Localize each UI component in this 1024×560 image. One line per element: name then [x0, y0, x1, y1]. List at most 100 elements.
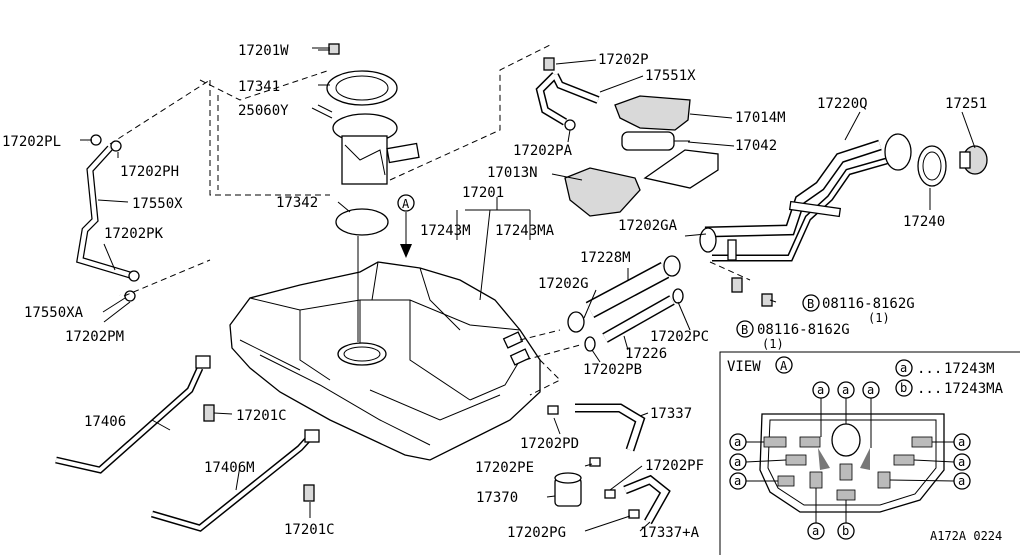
label-17013N: 17013N: [487, 165, 538, 181]
label-17337: 17337: [650, 406, 692, 422]
hose-17337: [547, 403, 646, 452]
svg-text:b: b: [900, 381, 907, 395]
view-a-legend-b: b ... 17243MA: [895, 379, 1004, 397]
view-a-title-mark: A: [780, 359, 788, 373]
svg-text:B: B: [741, 323, 748, 337]
label-17202PA: 17202PA: [513, 143, 573, 159]
label-17370: 17370: [476, 490, 518, 506]
svg-text:...: ...: [917, 381, 942, 397]
svg-text:B: B: [807, 297, 814, 311]
label-17341: 17341: [238, 79, 280, 95]
label-17240: 17240: [903, 214, 945, 230]
label-17202PF: 17202PF: [645, 458, 704, 474]
label-17042: 17042: [735, 138, 777, 154]
label-25060Y: 25060Y: [238, 103, 289, 119]
fuel-tank: [229, 261, 541, 461]
label-17202PH: 17202PH: [120, 164, 179, 180]
svg-text:a: a: [867, 383, 874, 397]
tank-opening: [337, 342, 387, 366]
label-17243M: 17243M: [420, 223, 471, 239]
label-17202PK: 17202PK: [104, 226, 164, 242]
svg-text:a: a: [734, 435, 741, 449]
label-17202PG: 17202PG: [507, 525, 566, 541]
hose-17226: [584, 288, 684, 352]
hose-17228M: [567, 255, 681, 333]
svg-text:a: a: [812, 524, 819, 538]
hoses-17550X: [57, 134, 211, 302]
label-17202PD: 17202PD: [520, 436, 579, 452]
fuel-pump-unit: [312, 43, 420, 185]
bolt-17201C-b: [303, 484, 315, 502]
label-17201C-b: 17201C: [284, 522, 335, 538]
bolt-callout-b2: B: [736, 320, 754, 338]
label-17228M: 17228M: [580, 250, 631, 266]
svg-text:a: a: [958, 455, 965, 469]
label-17550XA: 17550XA: [24, 305, 84, 321]
ring-17240: [917, 145, 947, 187]
label-17201: 17201: [462, 185, 504, 201]
filler-pipe-17220Q: [699, 133, 912, 262]
view-a-title: VIEW: [727, 359, 761, 375]
leader-lines: [80, 49, 976, 532]
bolt-callout-b1: B: [802, 294, 820, 312]
label-17406: 17406: [84, 414, 126, 430]
view-a-callout: A: [397, 194, 415, 258]
label-17201W: 17201W: [238, 43, 289, 59]
label-17202G: 17202G: [538, 276, 589, 292]
svg-text:a: a: [958, 435, 965, 449]
strap-17406M: [151, 429, 320, 532]
label-17202PE: 17202PE: [475, 460, 534, 476]
label-17202PB: 17202PB: [583, 362, 642, 378]
view-a-legend-a: a ... 17243M: [895, 359, 995, 377]
label-17243MA: 17243MA: [495, 223, 555, 239]
svg-text:a: a: [734, 455, 741, 469]
hose-17551X: [535, 57, 600, 131]
part-labels: 17201W 17341 25060Y 17202PL 17202PH 1755…: [2, 43, 987, 541]
label-17202GA: 17202GA: [618, 218, 678, 234]
svg-text:a: a: [958, 474, 965, 488]
view-a-markers: a a a a a a a a a a b: [729, 381, 971, 540]
svg-text:17243M: 17243M: [944, 361, 995, 377]
label-17226: 17226: [625, 346, 667, 362]
label-17251: 17251: [945, 96, 987, 112]
fuel-cap-17251: [959, 145, 988, 175]
hose-17337A: [604, 474, 671, 525]
svg-text:...: ...: [917, 361, 942, 377]
label-17220Q: 17220Q: [817, 96, 868, 112]
svg-text:a: a: [734, 474, 741, 488]
label-17202PM: 17202PM: [65, 329, 124, 345]
label-17014M: 17014M: [735, 110, 786, 126]
label-08116-a: 08116-8162G: [822, 296, 915, 312]
svg-text:a: a: [842, 383, 849, 397]
svg-text:a: a: [900, 361, 907, 375]
diagram-code: A172A 0224: [930, 529, 1002, 543]
label-17337A: 17337+A: [640, 525, 700, 541]
view-a-inset: VIEW A a ... 17243M b ... 17243MA: [719, 351, 1020, 555]
svg-text:b: b: [842, 524, 849, 538]
strap-17406: [55, 355, 211, 474]
label-17551X: 17551X: [645, 68, 696, 84]
label-17202PC: 17202PC: [650, 329, 709, 345]
label-17550X: 17550X: [132, 196, 183, 212]
label-17202P: 17202P: [598, 52, 649, 68]
bolt-17201C-a: [203, 404, 215, 422]
filter-17370: [554, 457, 601, 507]
gasket-17342: [335, 208, 389, 236]
bolt-08116-a: [761, 293, 773, 307]
bracket-17013N: [564, 167, 641, 217]
label-17406M: 17406M: [204, 460, 255, 476]
bracket-17014M: [614, 95, 691, 131]
pump-17042: [621, 131, 719, 189]
bolt-08116-b: [731, 277, 743, 293]
label-17201C-a: 17201C: [236, 408, 287, 424]
svg-text:a: a: [817, 383, 824, 397]
label-08116-b-qty: (1): [762, 337, 784, 351]
svg-text:A: A: [402, 197, 410, 211]
label-08116-a-qty: (1): [868, 311, 890, 325]
bolt-17201W: [328, 43, 340, 55]
label-08116-b: 08116-8162G: [757, 322, 850, 338]
label-17342: 17342: [276, 195, 318, 211]
svg-text:17243MA: 17243MA: [944, 381, 1004, 397]
